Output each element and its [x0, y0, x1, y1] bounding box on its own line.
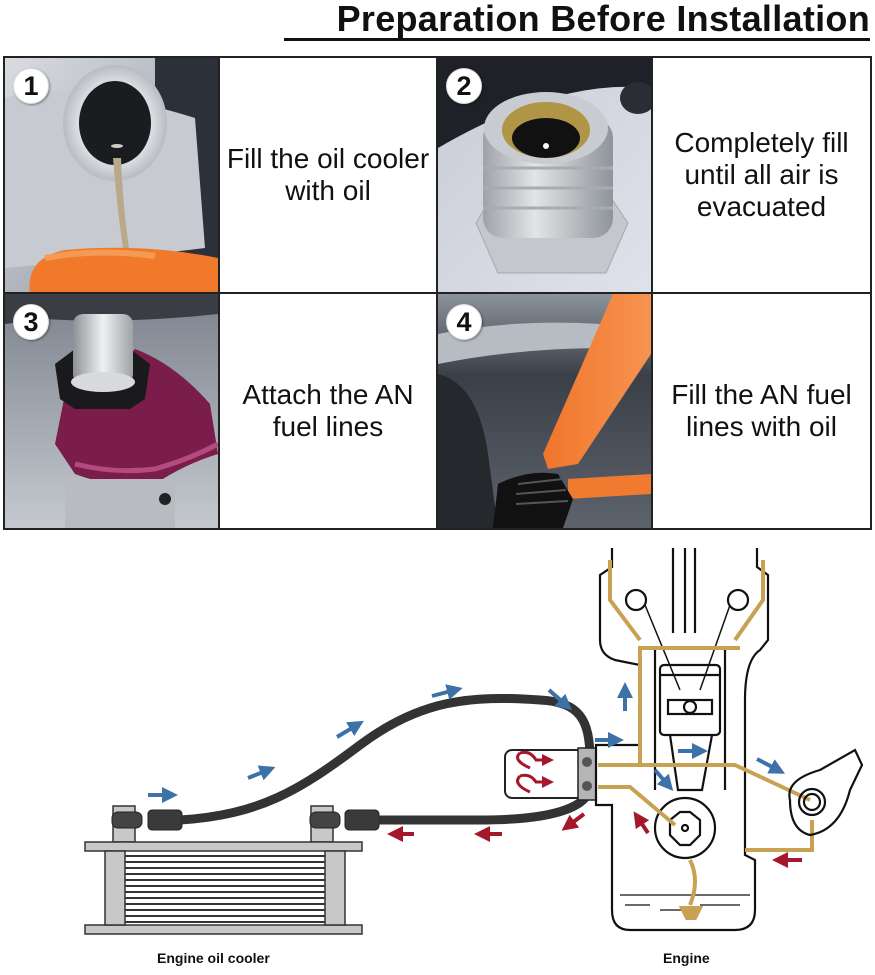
step-card-4: 4 Fill the AN fuel lines with oil — [438, 294, 870, 528]
wrench-fitting-icon — [5, 294, 218, 528]
hot-oil-hose — [179, 693, 595, 825]
step-2-caption: Completely fill until all air is evacuat… — [651, 58, 870, 292]
step-card-1: 1 Fill the oil cooler with oil — [5, 58, 438, 294]
oil-circuit-diagram: Engine oil cooler Engine — [0, 540, 875, 970]
oil-bottle-pouring-icon — [5, 58, 218, 292]
step-2-photo: 2 — [438, 58, 651, 292]
step-number-badge: 2 — [446, 68, 482, 104]
step-4-photo: 4 — [438, 294, 651, 528]
step-1-photo: 1 — [5, 58, 218, 292]
hot-oil-flow-arrows — [148, 682, 786, 803]
engine — [594, 548, 770, 932]
step-number-badge: 1 — [13, 68, 49, 104]
step-4-caption: Fill the AN fuel lines with oil — [651, 294, 870, 528]
step-card-3: 3 Attach the AN fuel lines — [5, 294, 438, 528]
oil-galleries — [598, 560, 814, 920]
oil-cooler — [84, 805, 380, 935]
turbocharger — [788, 748, 864, 837]
funnel-fitting-icon — [438, 294, 651, 528]
oil-cooler-label: Engine oil cooler — [157, 950, 270, 966]
step-3-caption: Attach the AN fuel lines — [218, 294, 436, 528]
step-card-2: 2 Completely fill until all air is evacu… — [438, 58, 870, 294]
page-title: Preparation Before Installation — [336, 0, 870, 39]
steps-grid: 1 Fill the oil cooler with oil — [3, 56, 872, 530]
step-1-caption: Fill the oil cooler with oil — [218, 58, 436, 292]
step-number-badge: 3 — [13, 304, 49, 340]
title-underline — [284, 38, 870, 41]
diagram-canvas — [84, 548, 864, 935]
step-number-badge: 4 — [446, 304, 482, 340]
step-3-photo: 3 — [5, 294, 218, 528]
oil-filter — [504, 747, 597, 801]
engine-label: Engine — [663, 950, 710, 966]
cooled-oil-flow-arrows — [387, 811, 802, 868]
